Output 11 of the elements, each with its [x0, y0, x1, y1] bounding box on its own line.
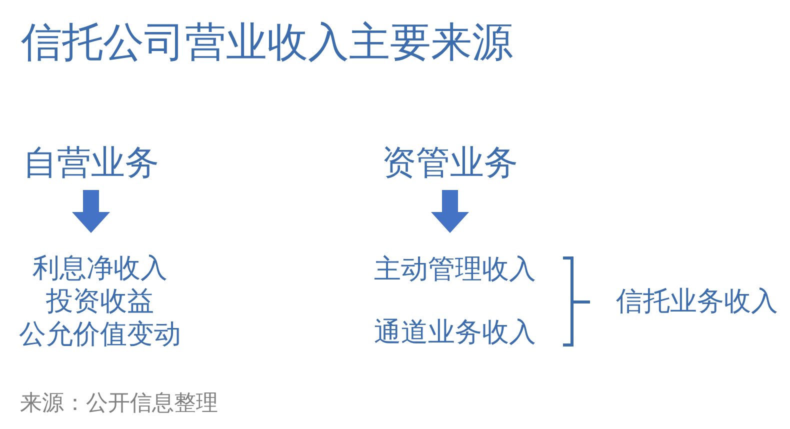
income-item: 主动管理收入 — [374, 253, 536, 286]
summary-label: 信托业务收入 — [616, 284, 778, 320]
title: 信托公司营业收入主要来源 — [21, 17, 513, 68]
category-heading: 自营业务 — [23, 141, 159, 185]
income-item: 投资收益 — [46, 285, 154, 318]
income-item: 利息净收入 — [32, 252, 168, 285]
arrow — [431, 190, 469, 233]
income-item: 公允价值变动 — [19, 318, 181, 351]
income-item: 通道业务收入 — [374, 316, 536, 349]
category-heading: 资管业务 — [382, 141, 518, 185]
source-note: 来源：公开信息整理 — [20, 390, 218, 418]
